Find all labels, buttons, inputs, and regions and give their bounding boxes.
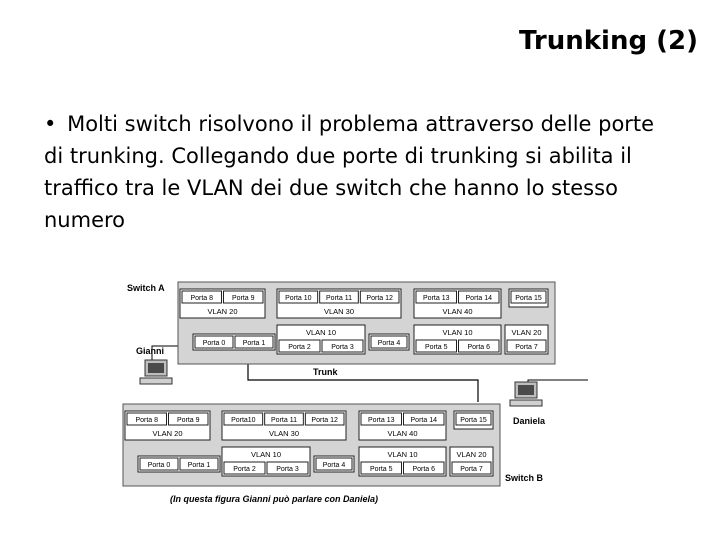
switch-a-port-label: Porta 9: [232, 295, 255, 302]
bullet-paragraph: • Molti switch risolvono il problema att…: [44, 108, 664, 236]
switch-a-port-label: Porta 15: [515, 295, 542, 302]
switch-a-port-label: Porta 8: [190, 295, 213, 302]
switch-b-port: [360, 461, 402, 475]
bullet-text: Molti switch risolvono il problema attra…: [44, 112, 655, 232]
switch-b-vlan-label: VLAN 30: [269, 429, 299, 438]
gianni-computer-icon: [139, 359, 173, 385]
switch-a-port-label: Porta 5: [425, 344, 448, 351]
trunk-line: [247, 356, 479, 402]
switch-a-port-label: Porta 12: [366, 295, 393, 302]
switch-b-vlan-label: VLAN 20: [456, 450, 486, 459]
trunk-label: Trunk: [313, 367, 338, 377]
switch-a-vlan-label: VLAN 10: [442, 328, 472, 337]
switch-b-port-label: Porta 0: [148, 462, 171, 469]
switch-b-port-label: Porta 12: [311, 417, 338, 424]
switch-a-port: [278, 339, 321, 353]
switch-a-port-label: Porta 1: [243, 340, 266, 347]
switch-b-port-label: Porta 11: [271, 417, 297, 424]
switch-a-port: [506, 339, 547, 353]
switch-b-port: [304, 412, 345, 426]
switch-a-port-label: Porta 4: [378, 340, 401, 347]
switch-b-port: [403, 412, 445, 426]
switch-b-port: [403, 461, 445, 475]
switch-a-port: [370, 335, 408, 349]
switch-b-port: [223, 412, 264, 426]
switch-a-vlan-label: VLAN 10: [306, 328, 336, 337]
switch-a-port-label: Porta 11: [326, 295, 352, 302]
switch-b-port-label: Porta 5: [370, 466, 393, 473]
switch-a-port: [319, 290, 359, 304]
switch-a-port: [458, 290, 500, 304]
switch-b-port-label: Porta 6: [412, 466, 435, 473]
switch-a-vlan-label: VLAN 30: [324, 307, 354, 316]
switch-b-port: [168, 412, 209, 426]
trunking-diagram: Switch A Porta 8 Porta 9 VLAN 20 Porta 10 Po…: [122, 281, 588, 504]
switch-b-port-label: Porta 7: [460, 466, 483, 473]
switch-a-vlan-label: VLAN 40: [442, 307, 472, 316]
gianni-label: Gianni: [136, 346, 164, 356]
switch-b-port: [455, 412, 492, 426]
switch-a-vlan-label: VLAN 20: [511, 328, 541, 337]
switch-a-port: [194, 335, 234, 349]
switch-b-port: [126, 412, 167, 426]
switch-b-port: [360, 412, 402, 426]
switch-a-label: Switch A: [127, 283, 165, 293]
switch-b-vlan-label: VLAN 40: [387, 429, 417, 438]
switch-a-port-label: Porta 7: [515, 344, 538, 351]
switch-b-vlan-label: VLAN 10: [387, 450, 417, 459]
switch-a-port: [510, 290, 547, 304]
switch-b-vlan-label: VLAN 10: [251, 450, 281, 459]
switch-b-port-label: Porta 8: [135, 417, 158, 424]
switch-b-port-label: Porta 1: [188, 462, 211, 469]
switch-a-port: [415, 339, 457, 353]
switch-a-port-label: Porta 13: [423, 295, 450, 302]
switch-b-port-label: Porta 4: [323, 462, 346, 469]
switch-b-port: [264, 412, 304, 426]
switch-b-port: [139, 457, 179, 471]
switch-a-port: [415, 290, 457, 304]
switch-a-port-label: Porta 0: [203, 340, 226, 347]
switch-b-port-label: Porta 3: [276, 466, 299, 473]
switch-b-port: [315, 457, 353, 471]
switch-a-port-label: Porta 10: [285, 295, 312, 302]
switch-a-port: [234, 335, 274, 349]
switch-b-port-label: Porta10: [231, 417, 256, 424]
switch-a-vlan-label: VLAN 20: [207, 307, 237, 316]
switch-a-port: [458, 339, 500, 353]
switch-a-port: [359, 290, 400, 304]
switch-a-port-label: Porta 14: [466, 295, 493, 302]
switch-b-port: [266, 461, 309, 475]
slide-title: Trunking (2): [519, 26, 698, 56]
switch-b-port-label: Porta 9: [177, 417, 200, 424]
switch-b-port-label: Porta 13: [368, 417, 395, 424]
switch-b-port: [179, 457, 219, 471]
switch-b-port: [223, 461, 266, 475]
diagram-caption: (In questa figura Gianni può parlare con…: [170, 494, 378, 504]
switch-a-port: [223, 290, 264, 304]
switch-a-port-label: Porta 6: [467, 344, 490, 351]
switch-a-port: [321, 339, 364, 353]
switch-a-port: [181, 290, 222, 304]
switch-a-port-label: Porta 2: [288, 344, 311, 351]
switch-b-port-label: Porta 15: [460, 417, 487, 424]
switch-b-vlan-label: VLAN 20: [152, 429, 182, 438]
daniela-label: Daniela: [513, 416, 546, 426]
bullet-marker: •: [44, 112, 57, 136]
switch-a-port-label: Porta 3: [331, 344, 354, 351]
switch-b-port-label: Porta 14: [411, 417, 438, 424]
switch-b-port-label: Porta 2: [233, 466, 256, 473]
daniela-computer-icon: [509, 381, 543, 407]
switch-a-port: [278, 290, 319, 304]
switch-b-label: Switch B: [505, 473, 544, 483]
switch-b-port: [451, 461, 492, 475]
